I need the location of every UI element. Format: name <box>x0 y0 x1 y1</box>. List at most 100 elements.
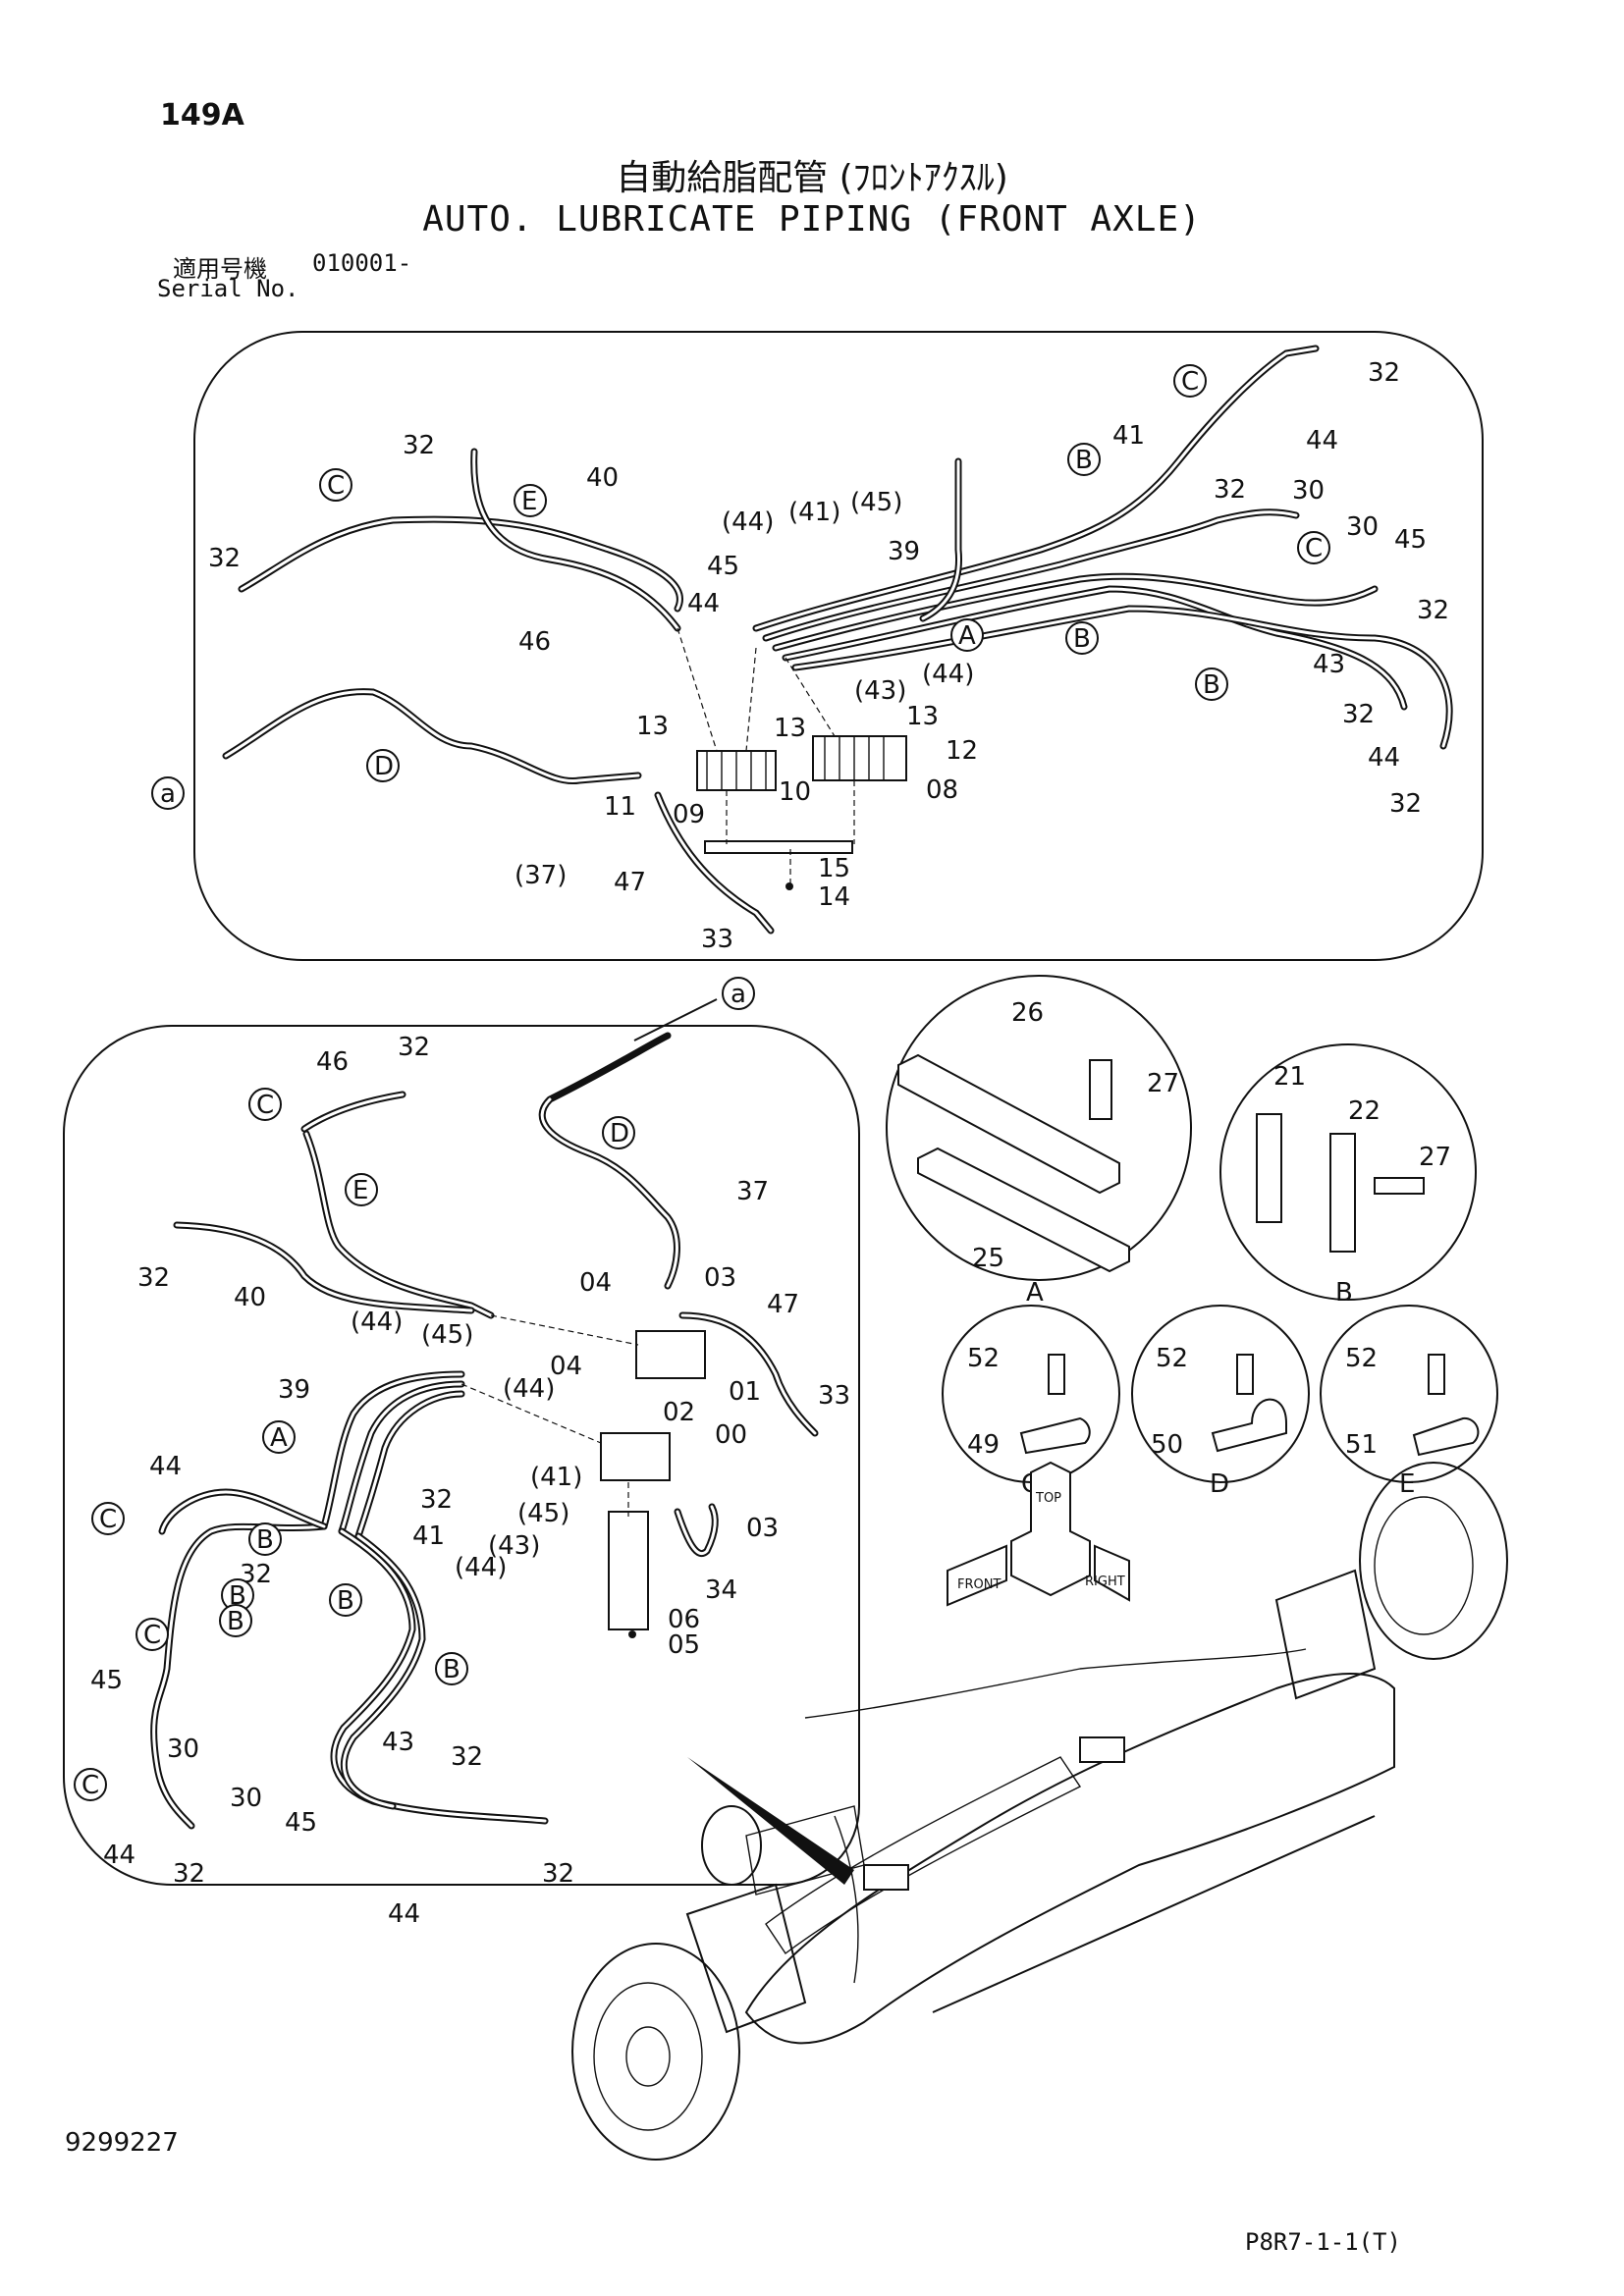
label-37-paren: (37) <box>514 861 567 890</box>
label-45: 45 <box>285 1808 317 1838</box>
detail-D-circle <box>1131 1305 1310 1483</box>
callout-a: a <box>722 977 755 1010</box>
detail-E: 52 51 E <box>1320 1305 1498 1499</box>
pointer-wedge <box>687 1757 854 1885</box>
label-03: 03 <box>704 1263 736 1293</box>
label-27: 27 <box>1419 1143 1451 1172</box>
bottom-callouts: a C E D A C B B C B B B C <box>74 977 755 1801</box>
callout-B: B <box>1067 443 1101 476</box>
svg-text:B: B <box>1075 446 1093 475</box>
label-44: 44 <box>1368 743 1400 773</box>
label-05: 05 <box>668 1630 700 1660</box>
callout-B: B <box>221 1578 254 1612</box>
hose-37-bottom <box>538 1032 680 1290</box>
serial-number-value: 010001- <box>312 249 412 277</box>
svg-text:A: A <box>958 621 976 651</box>
detail-E-circle <box>1320 1305 1498 1483</box>
bracket-21 <box>1256 1113 1282 1223</box>
label-front: FRONT <box>957 1577 1001 1592</box>
label-32: 32 <box>208 544 241 573</box>
label-12: 12 <box>946 736 978 766</box>
manifold-01 <box>635 1330 706 1379</box>
clamp-51 <box>1412 1416 1480 1457</box>
callout-E: E <box>345 1173 378 1206</box>
label-46: 46 <box>316 1047 349 1077</box>
detail-B-circle <box>1219 1043 1477 1301</box>
label-21: 21 <box>1273 1062 1306 1092</box>
label-13: 13 <box>636 712 669 741</box>
plate-22 <box>1329 1133 1356 1253</box>
label-10: 10 <box>779 777 811 807</box>
svg-text:C: C <box>81 1771 99 1800</box>
bottom-part-labels: 46 32 37 32 40 04 03 47 04 01 02 00 33 (… <box>90 1033 850 1929</box>
callout-C: C <box>1173 364 1207 398</box>
label-30: 30 <box>167 1735 199 1764</box>
svg-text:C: C <box>256 1091 274 1120</box>
label-45-paren: (45) <box>517 1499 569 1528</box>
detail-C: 52 49 C <box>942 1305 1120 1499</box>
label-37: 37 <box>736 1177 769 1206</box>
label-32: 32 <box>1417 596 1449 625</box>
detail-B: 21 22 27 B <box>1219 1043 1477 1308</box>
label-08: 08 <box>926 775 958 805</box>
label-32: 32 <box>403 431 435 460</box>
orientation-indicator: TOP FRONT RIGHT <box>947 1461 1130 1607</box>
top-part-labels: 32 32 32 40 46 32 44 41 30 30 45 32 43 3… <box>208 358 1449 954</box>
label-top: TOP <box>1035 1491 1061 1506</box>
label-03: 03 <box>746 1514 779 1543</box>
label-15: 15 <box>818 854 850 883</box>
label-44: 44 <box>103 1841 135 1870</box>
callout-C: C <box>91 1502 125 1535</box>
label-44: 44 <box>1306 426 1338 455</box>
axle-housing <box>744 1673 1395 2045</box>
callout-B: B <box>1065 621 1099 655</box>
top-hoses <box>222 345 1453 934</box>
label-32: 32 <box>137 1263 170 1293</box>
svg-text:C: C <box>99 1505 117 1534</box>
callout-B: B <box>248 1522 282 1556</box>
label-52: 52 <box>1345 1344 1378 1373</box>
callout-D: D <box>366 749 400 782</box>
label-43-paren: (43) <box>488 1531 540 1561</box>
clamp-50 <box>1211 1398 1287 1453</box>
label-43-paren: (43) <box>854 676 906 706</box>
label-52: 52 <box>1156 1344 1188 1373</box>
bottom-view-panel: 46 32 37 32 40 04 03 47 04 01 02 00 33 (… <box>63 977 860 1929</box>
label-51: 51 <box>1345 1430 1378 1460</box>
detail-B-caption: B <box>1335 1278 1353 1308</box>
manifold-08 <box>812 735 907 781</box>
label-47: 47 <box>767 1290 799 1319</box>
svg-text:A: A <box>270 1423 288 1453</box>
callout-C: C <box>1297 531 1330 564</box>
callout-A: A <box>262 1420 296 1454</box>
callout-C: C <box>248 1088 282 1121</box>
clamp-49 <box>1019 1416 1091 1455</box>
svg-text:C: C <box>327 471 345 501</box>
callout-C: C <box>319 468 352 502</box>
svg-text:B: B <box>227 1607 244 1636</box>
label-41-paren: (41) <box>788 498 840 527</box>
label-44: 44 <box>687 589 720 618</box>
bracket-05 <box>608 1511 649 1630</box>
label-right: RIGHT <box>1085 1575 1125 1589</box>
label-45-paren: (45) <box>850 488 902 517</box>
label-41: 41 <box>412 1522 445 1551</box>
label-44: 44 <box>149 1452 182 1481</box>
bolt-27 <box>1089 1059 1112 1120</box>
right-wheel <box>1359 1462 1508 1660</box>
label-32: 32 <box>1389 789 1422 819</box>
detail-E-caption: E <box>1399 1469 1415 1499</box>
detail-D-caption: D <box>1210 1469 1229 1499</box>
top-manifolds <box>677 627 907 890</box>
label-41: 41 <box>1112 421 1145 451</box>
detail-D: 52 50 D <box>1131 1305 1310 1499</box>
label-11: 11 <box>604 792 636 822</box>
svg-text:a: a <box>731 980 746 1009</box>
callout-C: C <box>135 1618 169 1651</box>
bottom-manifolds <box>460 1314 706 1638</box>
title-english: AUTO. LUBRICATE PIPING (FRONT AXLE) <box>422 199 1202 240</box>
left-knuckle <box>685 1883 807 2034</box>
label-40: 40 <box>234 1283 266 1312</box>
bracket-15 <box>704 840 853 854</box>
